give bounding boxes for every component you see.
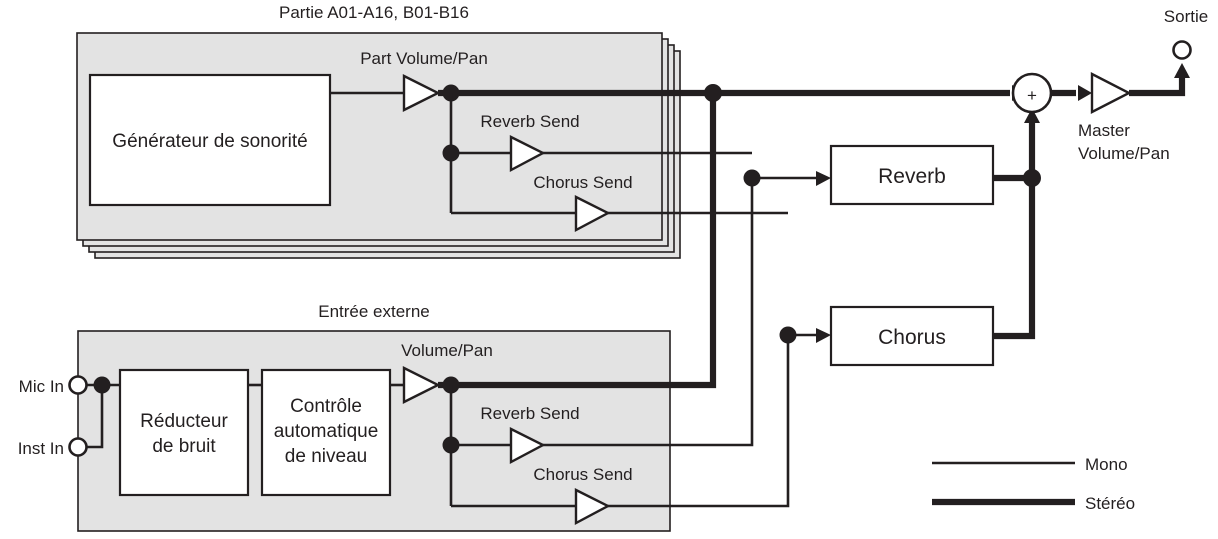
external-section-title: Entrée externe: [318, 302, 430, 321]
chorus-label: Chorus: [878, 326, 946, 349]
part-volume-pan-amp: [402, 74, 441, 112]
auto-level-label-line3: de niveau: [285, 446, 367, 467]
output-label: Sortie: [1164, 7, 1208, 26]
external-input-section: Entrée externe Mic In Inst In Réducteur …: [18, 84, 790, 532]
noise-reducer-box: [118, 368, 250, 497]
master-input-arrow: [1078, 85, 1092, 101]
chorus-bus-dot: [779, 326, 797, 344]
chorus-input-arrow: [816, 328, 831, 343]
inst-in-label: Inst In: [18, 439, 64, 458]
noise-reducer-label-line1: Réducteur: [140, 411, 228, 432]
mixer-return-arrow: [1024, 108, 1040, 123]
external-reverb-send-wire: [451, 178, 754, 447]
master-section: + Master Volume/Pan Sortie: [1011, 7, 1208, 163]
mic-in-jack: [68, 375, 88, 395]
legend-stereo-label: Stéréo: [1085, 494, 1135, 513]
external-volume-pan-amp: [402, 366, 441, 404]
inst-in-wire: [86, 385, 104, 449]
external-chorus-send-label: Chorus Send: [533, 465, 632, 484]
auto-level-label-line2: automatique: [274, 421, 379, 442]
chorus-return-wire: [993, 178, 1036, 340]
output-jack: [1172, 40, 1192, 60]
inst-in-jack: [68, 437, 88, 457]
noise-reducer-label-line2: de bruit: [152, 436, 216, 457]
effects-section: Reverb Chorus: [829, 108, 1041, 367]
effect-return-dot: [1023, 169, 1041, 187]
legend: Mono Stéréo: [932, 455, 1135, 513]
effect-buses: [743, 169, 831, 344]
master-volume-label-line2: Volume/Pan: [1078, 144, 1170, 163]
part-reverb-send-dot: [442, 144, 460, 162]
reverb-box: [829, 144, 995, 206]
tone-generator-box: [88, 73, 332, 207]
external-reverb-send-amp: [509, 427, 546, 464]
part-chorus-send-label: Chorus Send: [533, 173, 632, 192]
main-bus-merge-dot: [704, 84, 722, 102]
legend-mono-label: Mono: [1085, 455, 1128, 474]
master-to-output-wire: [1129, 76, 1186, 97]
external-main-out-wire: [438, 93, 717, 389]
part-section: Générateur de sonorité Part Volume/Pan R…: [76, 3, 1026, 259]
part-chorus-send-amp: [574, 195, 611, 232]
master-volume-pan-amp: [1090, 72, 1132, 114]
input-merge-dot: [93, 376, 111, 394]
reverb-bus-dot: [743, 169, 761, 187]
reverb-input-arrow: [816, 171, 831, 186]
part-volume-pan-label: Part Volume/Pan: [360, 49, 488, 68]
external-chorus-send-amp: [574, 488, 611, 525]
external-reverb-send-label: Reverb Send: [480, 404, 579, 423]
external-volume-pan-label: Volume/Pan: [401, 341, 493, 360]
auto-level-label-line1: Contrôle: [290, 396, 362, 417]
part-reverb-send-amp: [509, 135, 546, 172]
tone-generator-label: Générateur de sonorité: [112, 131, 307, 152]
part-reverb-send-label: Reverb Send: [480, 112, 579, 131]
reverb-label: Reverb: [878, 165, 946, 188]
mic-in-label: Mic In: [19, 377, 64, 396]
mixer-plus-symbol: +: [1027, 86, 1037, 105]
part-section-title: Partie A01-A16, B01-B16: [279, 3, 469, 22]
external-reverb-send-dot: [442, 436, 460, 454]
external-chorus-send-wire: [451, 335, 790, 508]
output-arrow: [1174, 63, 1190, 78]
master-volume-label-line1: Master: [1078, 121, 1130, 140]
auto-level-box: [260, 368, 392, 497]
